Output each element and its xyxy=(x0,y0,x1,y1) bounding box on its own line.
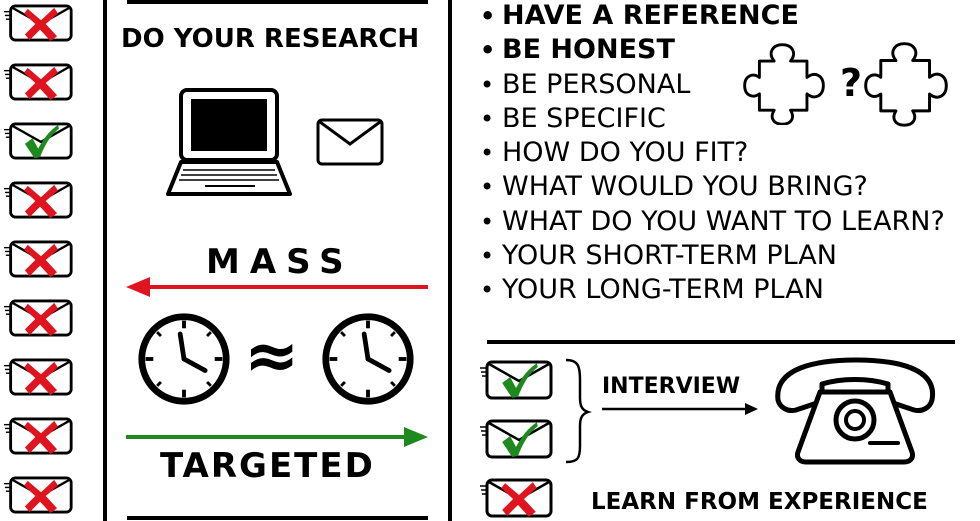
rejected-envelope-icon xyxy=(4,181,73,219)
rejected-envelope-icon xyxy=(4,4,73,42)
brace xyxy=(565,358,592,464)
targeted-clock-icon xyxy=(326,317,410,401)
accepted-envelope-icon xyxy=(480,360,553,400)
accepted-envelope-icon xyxy=(4,122,73,160)
rejected-envelope-icon xyxy=(4,358,73,396)
tip-item: HAVE A REFERENCE xyxy=(478,0,945,34)
rejected-envelope-icon xyxy=(4,476,73,514)
rejected-envelope-icon xyxy=(4,240,73,278)
outcome-column xyxy=(480,360,553,518)
rejected-envelope-icon xyxy=(4,417,73,455)
mass-arrow xyxy=(126,277,428,297)
puzzle-question-mark: ? xyxy=(840,61,863,105)
rejected-envelope-icon xyxy=(480,478,553,518)
rejected-envelope-icon xyxy=(4,63,73,101)
targeted-label: TARGETED xyxy=(160,446,375,486)
tip-item: HOW DO YOU FIT? xyxy=(478,137,945,171)
accepted-envelope-icon xyxy=(480,419,553,459)
tip-item: BE PERSONAL xyxy=(478,69,945,103)
rejected-envelope-icon xyxy=(4,299,73,337)
mass-label: MASS xyxy=(206,242,354,282)
tip-item: YOUR SHORT-TERM PLAN xyxy=(478,240,945,274)
approx-symbol: ≈ xyxy=(244,317,300,394)
research-title: DO YOUR RESEARCH xyxy=(121,24,420,54)
interview-label: INTERVIEW xyxy=(602,374,741,399)
targeted-arrow xyxy=(126,427,428,447)
application-column xyxy=(4,4,73,514)
laptop-icon xyxy=(166,88,292,196)
tips-list: HAVE A REFERENCEBE HONESTBE PERSONALBE S… xyxy=(478,0,945,309)
mass-clock-icon xyxy=(142,317,226,401)
telephone-icon xyxy=(775,357,935,465)
tip-item: WHAT DO YOU WANT TO LEARN? xyxy=(478,206,945,240)
tip-item: WHAT WOULD YOU BRING? xyxy=(478,171,945,205)
interview-arrow xyxy=(602,403,758,415)
tip-item: BE HONEST xyxy=(478,34,945,68)
envelope-icon xyxy=(316,118,384,166)
learn-from-experience-label: LEARN FROM EXPERIENCE xyxy=(591,489,928,515)
tip-item: YOUR LONG-TERM PLAN xyxy=(478,274,945,308)
tip-item: BE SPECIFIC xyxy=(478,103,945,137)
